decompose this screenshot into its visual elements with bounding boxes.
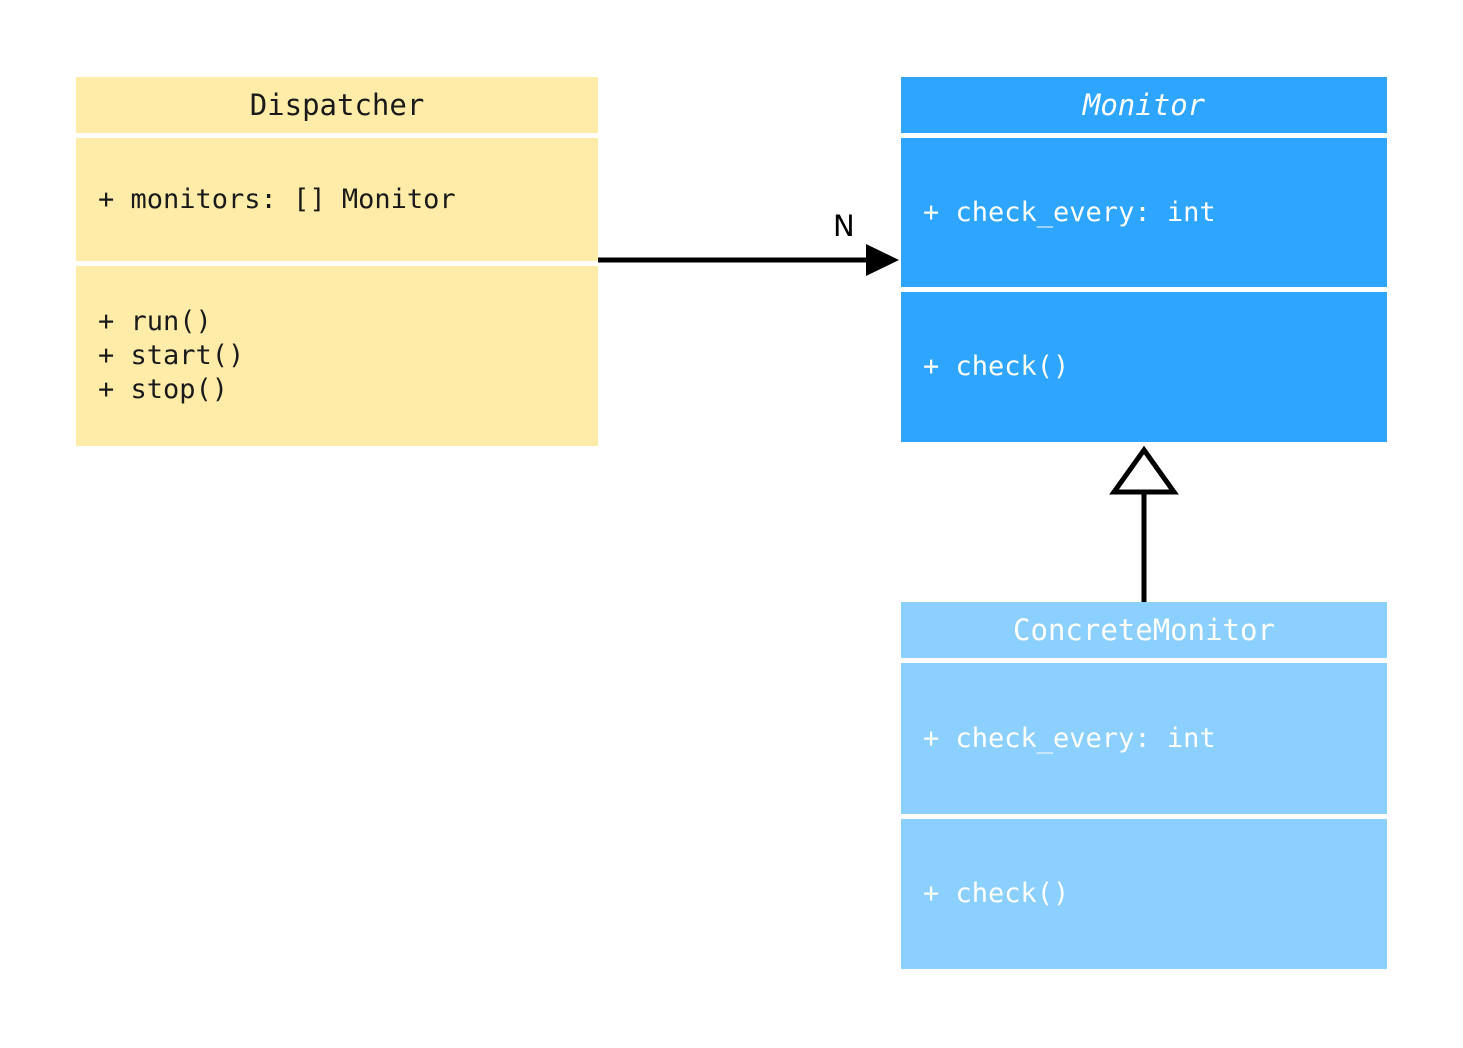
concretemonitor-operation-check: + check() bbox=[923, 878, 1070, 909]
monitor-operation-check: + check() bbox=[923, 351, 1070, 382]
concretemonitor-attribute-check-every: + check_every: int bbox=[923, 722, 1216, 754]
dispatcher-operation-stop: + stop() bbox=[98, 374, 229, 405]
monitor-attribute-check-every: + check_every: int bbox=[923, 196, 1216, 228]
dispatcher-attribute-monitors: + monitors: [] Monitor bbox=[98, 183, 456, 215]
concretemonitor-attributes-compartment: + check_every: int bbox=[901, 663, 1387, 814]
filled-arrowhead-icon bbox=[866, 244, 899, 276]
association-dispatcher-to-monitor bbox=[598, 244, 899, 276]
concretemonitor-title-compartment: ConcreteMonitor bbox=[901, 602, 1387, 658]
concretemonitor-class-name: ConcreteMonitor bbox=[1013, 613, 1275, 647]
uml-class-monitor[interactable]: Monitor + check_every: int + check() bbox=[901, 77, 1387, 442]
uml-class-dispatcher[interactable]: Dispatcher + monitors: [] Monitor + run(… bbox=[76, 77, 598, 446]
dispatcher-operation-run: + run() bbox=[98, 306, 212, 337]
uml-class-concretemonitor[interactable]: ConcreteMonitor + check_every: int + che… bbox=[901, 602, 1387, 969]
dispatcher-title-compartment: Dispatcher bbox=[76, 77, 598, 133]
generalization-concretemonitor-to-monitor bbox=[1109, 445, 1179, 602]
association-multiplicity-label: N bbox=[833, 209, 855, 243]
monitor-operations-compartment: + check() bbox=[901, 292, 1387, 442]
dispatcher-operation-start: + start() bbox=[98, 340, 245, 371]
hollow-triangle-arrowhead-icon bbox=[1109, 445, 1179, 495]
monitor-title-compartment: Monitor bbox=[901, 77, 1387, 133]
monitor-attributes-compartment: + check_every: int bbox=[901, 138, 1387, 287]
dispatcher-attributes-compartment: + monitors: [] Monitor bbox=[76, 138, 598, 261]
dispatcher-class-name: Dispatcher bbox=[249, 88, 425, 122]
concretemonitor-operations-compartment: + check() bbox=[901, 819, 1387, 969]
monitor-class-name: Monitor bbox=[1082, 88, 1206, 122]
dispatcher-operations-compartment: + run() + start() + stop() bbox=[76, 266, 598, 446]
